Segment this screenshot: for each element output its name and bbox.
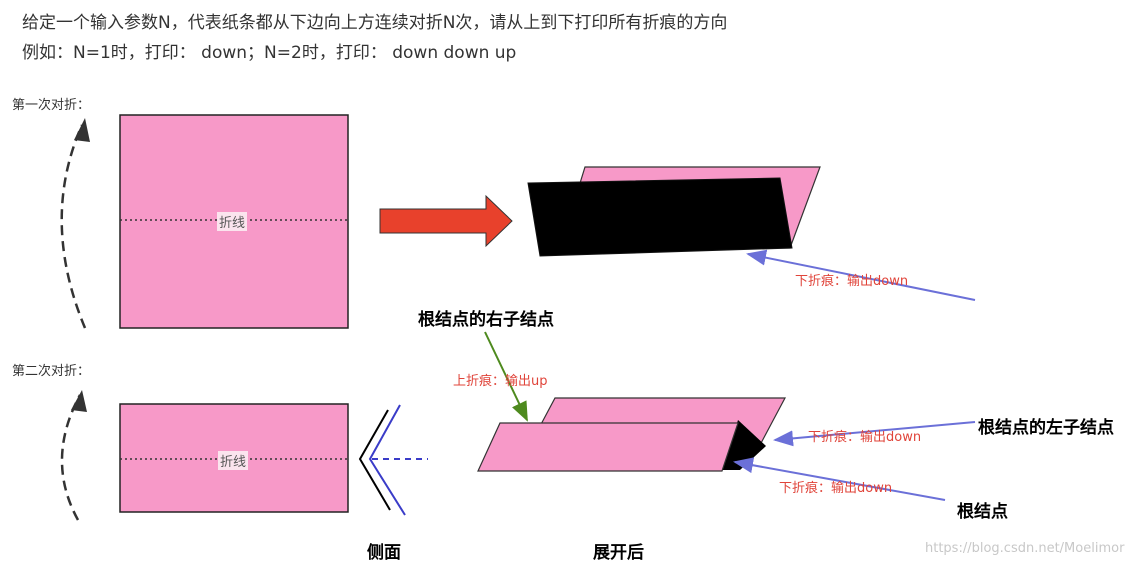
fold-1-title: 第一次对折： — [12, 98, 91, 113]
fold-1-crease-label: 折线 — [217, 212, 248, 231]
down-crease-2-pointer — [773, 421, 976, 447]
down-crease-1-pointer — [746, 249, 976, 301]
up-crease-pointer — [484, 331, 528, 422]
unfolded-paper-front — [477, 422, 739, 472]
problem-line-2: 例如：N=1时，打印： down；N=2时，打印： down down up — [22, 43, 517, 63]
side-view-black — [358, 409, 391, 511]
fold-2-direction-arrow — [60, 394, 82, 521]
up-crease-label: 上折痕：输出up — [453, 374, 548, 389]
side-view-caption: 侧面 — [367, 543, 401, 563]
watermark: https://blog.csdn.net/Moelimor — [925, 541, 1125, 556]
unfolded-fold-shadow — [722, 420, 766, 470]
root-label: 根结点 — [957, 502, 1008, 522]
down-crease-2-label: 下折痕：输出down — [808, 430, 922, 445]
unfolded-caption: 展开后 — [593, 543, 644, 563]
fold-2-title: 第二次对折： — [12, 364, 91, 379]
fold-2-arrowhead — [71, 390, 87, 412]
fold-2-crease-label: 折线 — [218, 451, 249, 470]
folded-paper-front — [527, 177, 793, 257]
fold-1-arrowhead — [74, 118, 90, 142]
fold-1-direction-arrow — [60, 124, 87, 329]
side-view-blue — [368, 404, 406, 516]
red-arrow — [379, 194, 513, 248]
left-child-label: 根结点的左子结点 — [978, 418, 1114, 438]
problem-line-1: 给定一个输入参数N，代表纸条都从下边向上方连续对折N次，请从上到下打印所有折痕的… — [22, 13, 728, 33]
down-crease-1-label: 下折痕：输出down — [795, 274, 909, 289]
right-child-label: 根结点的右子结点 — [418, 310, 554, 330]
down-crease-3-label: 下折痕：输出down — [779, 481, 893, 496]
down-crease-3-pointer — [733, 457, 946, 501]
